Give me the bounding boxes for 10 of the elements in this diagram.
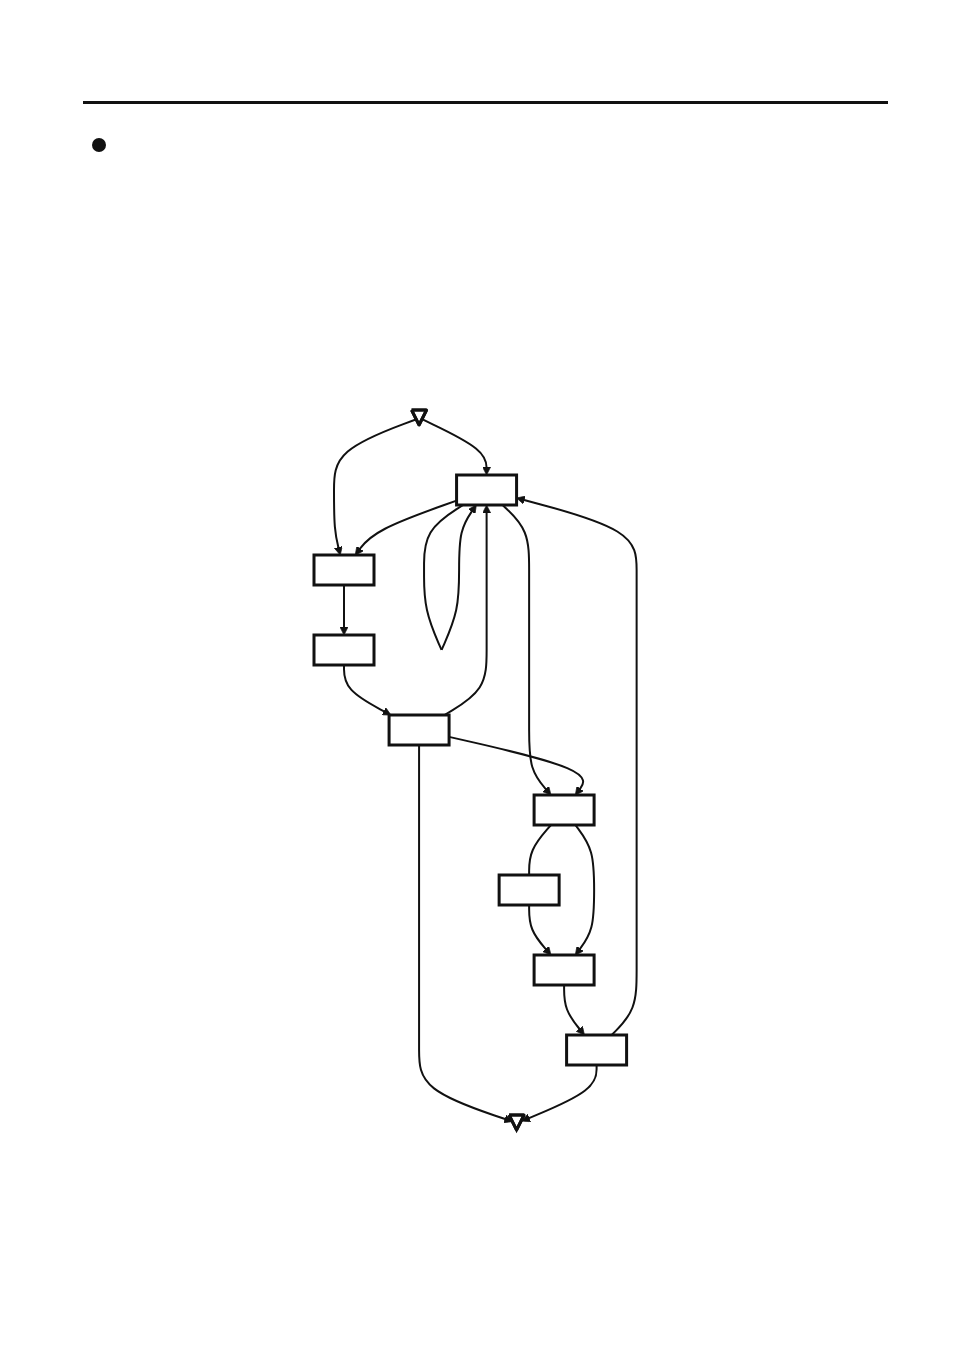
node-box bbox=[497, 873, 561, 907]
arrow bbox=[421, 418, 491, 476]
node-box bbox=[312, 633, 376, 667]
node-box bbox=[564, 1033, 628, 1067]
node-box bbox=[387, 713, 451, 747]
node-box bbox=[532, 953, 596, 987]
arrow bbox=[332, 418, 418, 556]
node-box bbox=[454, 473, 518, 507]
node-box bbox=[312, 553, 376, 587]
node-box bbox=[532, 793, 596, 827]
